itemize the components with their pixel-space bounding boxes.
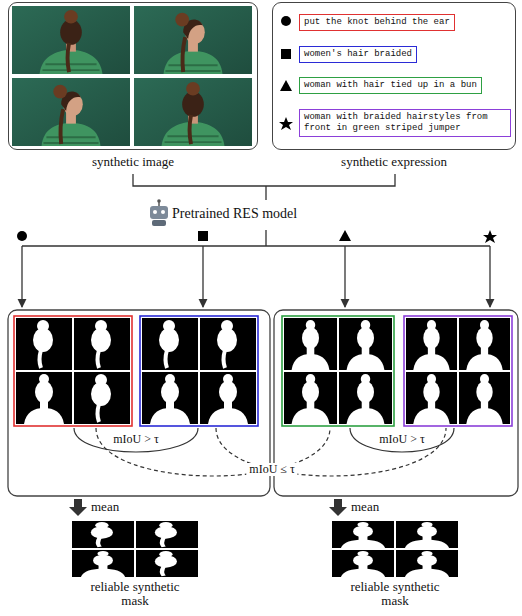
miou-label: mIoU > τ <box>110 433 162 446</box>
expression-text: women's hair braided <box>304 49 412 60</box>
expression-text: woman with hair tied up in a bun <box>304 80 477 91</box>
miou-label: mIoU > τ <box>376 433 428 446</box>
expression-box: woman with braided hairstyles from front… <box>299 109 511 137</box>
panel-caption: synthetic expression <box>263 154 522 170</box>
model-label: Pretrained RES model <box>172 206 297 221</box>
expression-box: woman with hair tied up in a bun <box>299 77 482 94</box>
mean-label: mean <box>91 500 119 514</box>
expression-box: put the knot behind the ear <box>299 14 455 31</box>
mean-label: mean <box>351 500 379 514</box>
expression-text: put the knot behind the ear <box>304 17 450 28</box>
output-label: reliable synthetic mask <box>87 580 183 609</box>
image-panel: synthetic image <box>8 2 258 150</box>
miou-label: mIoU ≤ τ <box>246 463 297 476</box>
panel-caption: synthetic image <box>0 154 267 170</box>
expression-text: woman with braided hairstyles from front… <box>304 112 506 134</box>
expression-panel: synthetic expressionput the knot behind … <box>272 2 516 150</box>
output-label: reliable synthetic mask <box>347 580 443 609</box>
expression-box: women's hair braided <box>299 46 417 63</box>
